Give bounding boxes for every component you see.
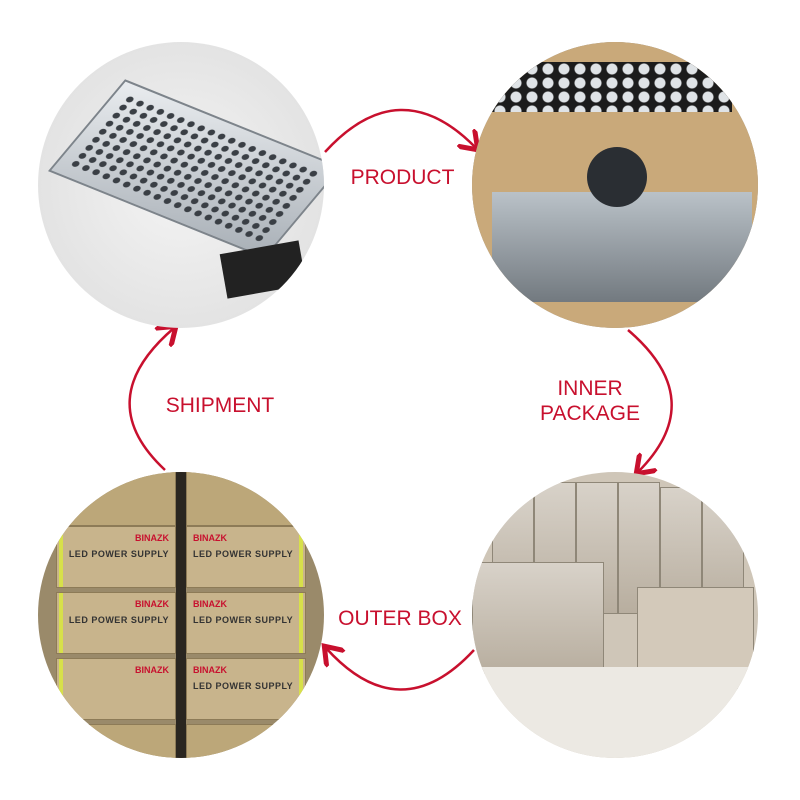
step-label-outer-box: OUTER BOX [338,607,462,630]
box-brand: BINAZK [193,599,227,609]
inner-package-photo [472,42,758,328]
box-brand: BINAZK [135,599,169,609]
box-text: LED POWER SUPPLY [193,549,294,559]
step-label-product: PRODUCT [350,166,455,189]
box-text: LED POWER SUPPLY [193,615,294,625]
step-label-shipment: SHIPMENT [165,394,275,417]
arrow-shipment-to-product [128,328,174,471]
box-text: LED POWER SUPPLY [68,549,169,559]
arrow-inner-to-outer [627,329,673,472]
shipment-photo: BINAZK LED POWER SUPPLY BINAZK LED POWER S… [38,472,324,758]
step-label-inner-line1: INNER [557,377,623,400]
box-text: LED POWER SUPPLY [68,615,169,625]
box-brand: BINAZK [135,665,169,675]
box-text: LED POWER SUPPLY [193,681,294,691]
product-photo [38,42,324,328]
box-brand: BINAZK [193,533,227,543]
step-label-inner-line2: PACKAGE [540,402,640,425]
box-brand: BINAZK [135,533,169,543]
box-brand: BINAZK [193,665,227,675]
step-label-inner-package: INNER PACKAGE [525,376,655,426]
arrow-outer-to-shipment [326,648,475,691]
arrow-product-to-inner [324,108,476,152]
outer-box-photo [472,472,758,758]
